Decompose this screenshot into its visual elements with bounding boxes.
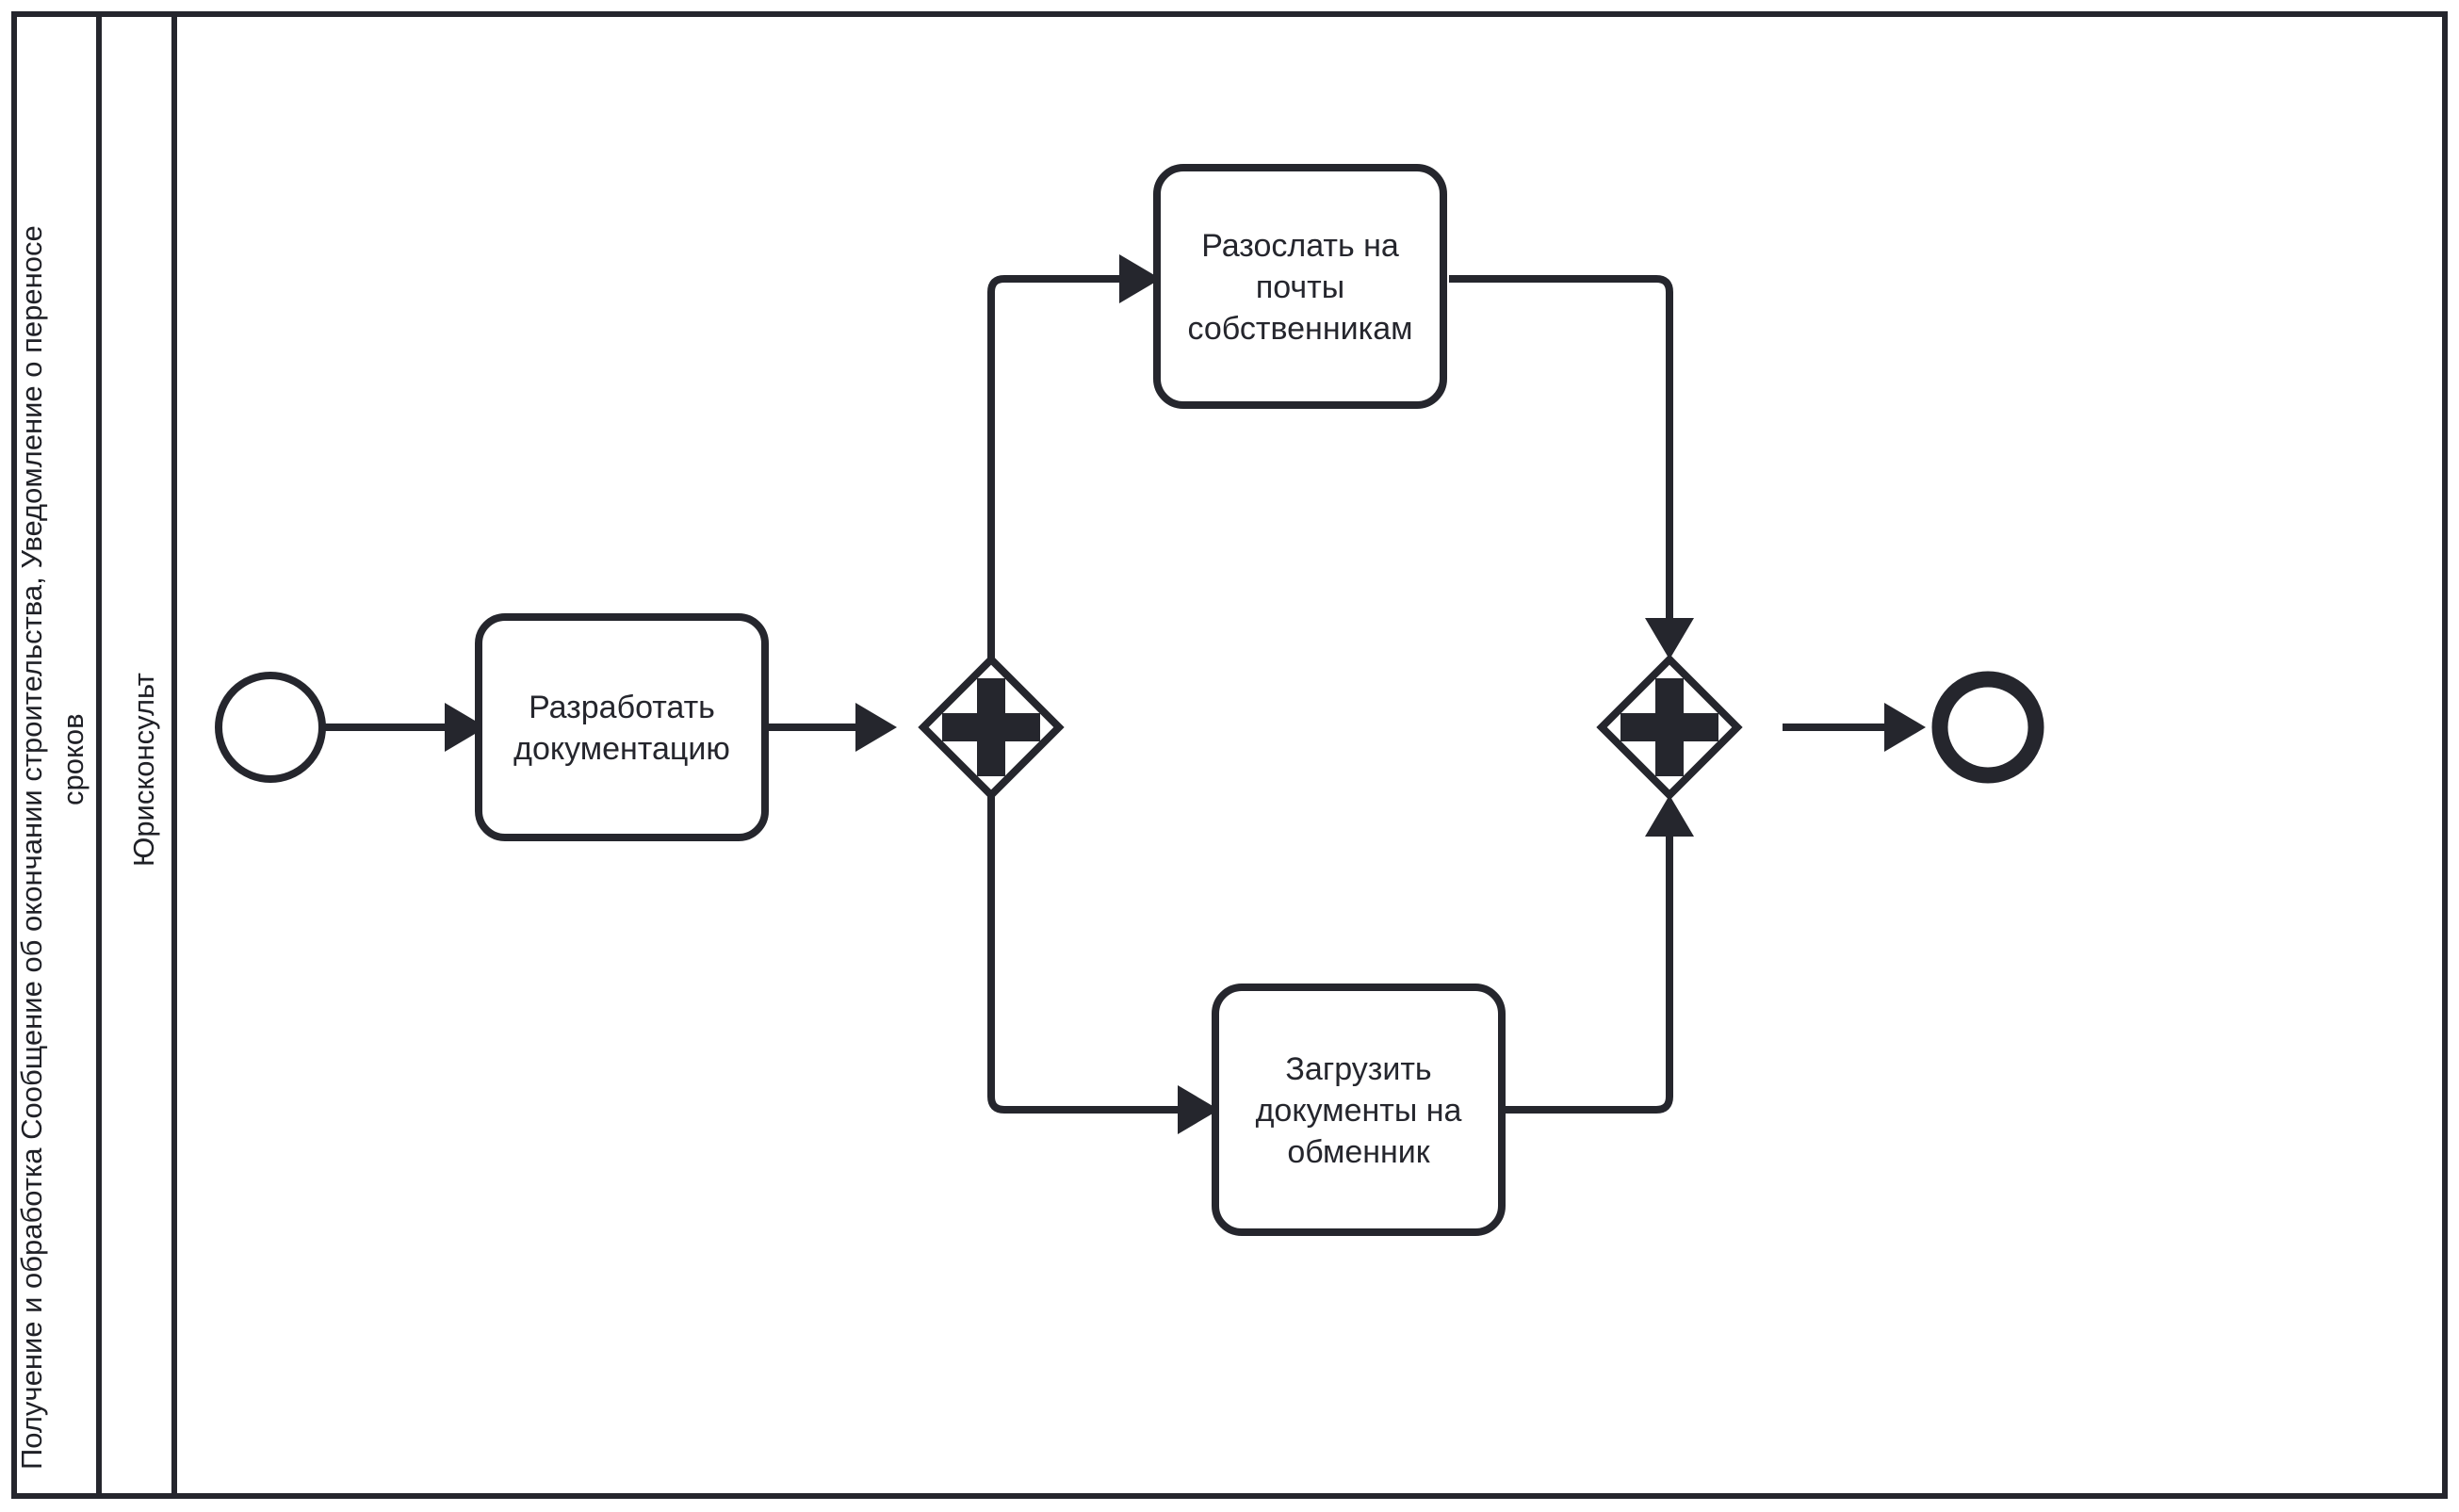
task-develop-docs-label-line-1: Разработать xyxy=(529,690,715,725)
gateway-split-parallel[interactable] xyxy=(918,654,1065,801)
task-send-mail-label-line-1: Разослать на xyxy=(1201,228,1399,264)
flow-upload-to-join[interactable] xyxy=(1506,795,1694,1114)
task-develop-docs-label-line-2: документацию xyxy=(513,731,730,767)
flow-develop-to-split[interactable] xyxy=(765,703,897,752)
flow-split-to-upload[interactable] xyxy=(987,795,1219,1134)
pool-label: Получение и обработка Сообщение об оконч… xyxy=(15,225,90,1470)
arrowhead-icon xyxy=(1645,795,1694,837)
arrowhead-icon xyxy=(445,703,486,752)
task-upload-docs-label-line-2: документы на xyxy=(1256,1093,1462,1129)
task-send-mail-label-line-3: собственникам xyxy=(1188,311,1413,347)
task-send-mail-label-line-2: почты xyxy=(1256,269,1344,305)
pool-label-line-1: Получение и обработка Сообщение об оконч… xyxy=(15,225,48,1470)
lane-lawyer[interactable]: Юрисконсульт xyxy=(127,14,177,1496)
arrowhead-icon xyxy=(1645,618,1694,659)
task-upload-docs-label-line-1: Загрузить xyxy=(1285,1051,1431,1087)
pool-label-line-2: сроков xyxy=(57,713,90,805)
plus-icon xyxy=(942,678,1040,776)
flow-start-to-develop[interactable] xyxy=(322,703,486,752)
gateway-join-parallel[interactable] xyxy=(1596,654,1743,801)
end-event[interactable] xyxy=(1931,671,2044,784)
end-event-circle-icon[interactable] xyxy=(1931,671,2044,784)
start-event[interactable] xyxy=(215,672,326,783)
task-develop-docs-box[interactable] xyxy=(475,613,769,841)
task-upload-docs[interactable]: Загрузить документы на обменник xyxy=(1212,984,1506,1236)
task-send-mail[interactable]: Разослать на почты собственникам xyxy=(1153,164,1447,409)
task-develop-docs[interactable]: Разработать документацию xyxy=(475,613,769,841)
plus-icon xyxy=(1620,678,1718,776)
flow-send-mail-to-join[interactable] xyxy=(1449,275,1694,659)
arrowhead-icon xyxy=(1178,1085,1219,1134)
flow-split-to-send-mail[interactable] xyxy=(987,254,1161,659)
arrowhead-icon xyxy=(855,703,897,752)
flow-join-to-end[interactable] xyxy=(1783,703,1926,752)
task-upload-docs-label-line-3: обменник xyxy=(1287,1134,1430,1170)
task-upload-docs-box[interactable] xyxy=(1212,984,1506,1236)
start-event-circle-icon[interactable] xyxy=(215,672,326,783)
sequence-flows xyxy=(322,254,1926,1134)
arrowhead-icon xyxy=(1884,703,1926,752)
task-send-mail-box[interactable] xyxy=(1153,164,1447,409)
lane-label-lawyer: Юрисконсульт xyxy=(127,673,160,867)
arrowhead-icon xyxy=(1119,254,1161,303)
